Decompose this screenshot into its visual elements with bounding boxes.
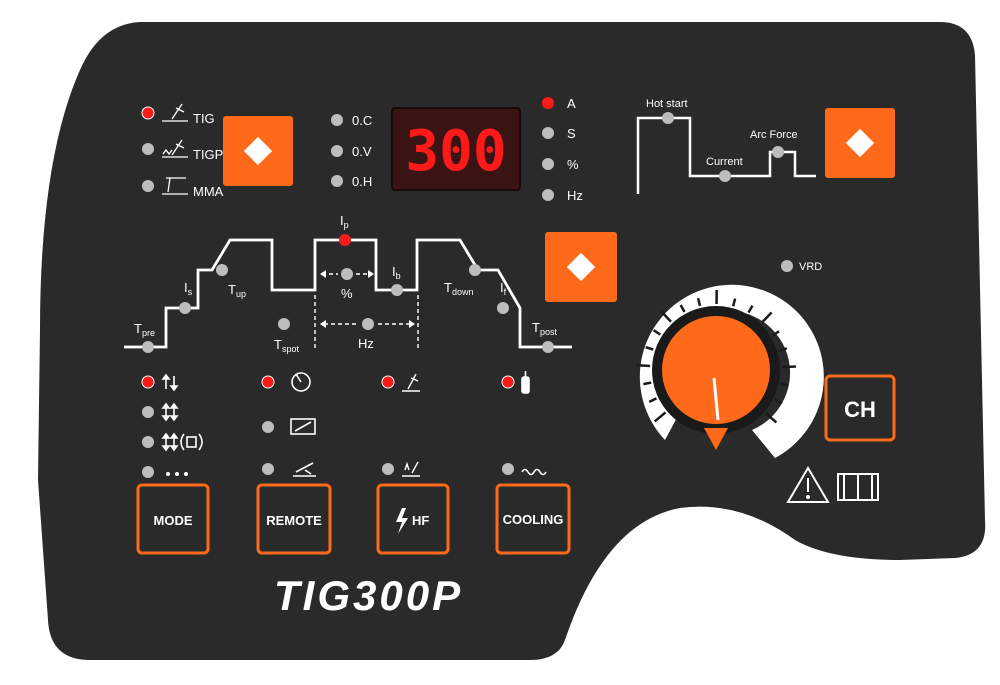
process-label-tig: TIG xyxy=(193,111,215,126)
tpost-led xyxy=(542,341,554,353)
output-led-0h xyxy=(331,175,343,187)
arc-force-label: Arc Force xyxy=(750,129,798,141)
ch-button-label: CH xyxy=(844,397,876,422)
mode-led-spot xyxy=(142,466,154,478)
unit-label-a: A xyxy=(567,96,576,111)
digital-display: 300 xyxy=(392,108,520,190)
is-sub: s xyxy=(188,287,193,297)
knob-tick xyxy=(643,383,651,385)
tdown-led xyxy=(469,264,481,276)
knob-tick xyxy=(782,367,796,368)
ib-sub: b xyxy=(396,271,401,281)
ip-led xyxy=(339,234,351,246)
display-value: 300 xyxy=(405,119,506,184)
unit-led-pct xyxy=(542,158,554,170)
process-select-button[interactable] xyxy=(223,116,293,186)
knob-tick xyxy=(781,384,789,386)
hf-button[interactable]: HF xyxy=(378,485,448,553)
if-led xyxy=(497,302,509,314)
spot-dots-icon xyxy=(166,472,188,476)
tpost-main: T xyxy=(532,320,540,335)
cooling-button[interactable]: COOLING xyxy=(497,485,569,553)
mode-led-4t xyxy=(142,406,154,418)
tdown-main: T xyxy=(444,280,452,295)
remote-button[interactable]: REMOTE xyxy=(258,485,330,553)
output-label-0h: 0.H xyxy=(352,174,372,189)
mode-led-2t xyxy=(142,376,154,388)
pct-led xyxy=(341,268,353,280)
unit-led-hz xyxy=(542,189,554,201)
hf-button-label: HF xyxy=(412,513,429,528)
ch-button[interactable]: CH xyxy=(826,376,894,440)
unit-label-pct: % xyxy=(567,157,579,172)
tig-param-button[interactable] xyxy=(545,232,617,302)
hz-led xyxy=(362,318,374,330)
output-group: 0.C 0.V 0.H xyxy=(331,113,372,189)
is-led xyxy=(179,302,191,314)
tspot-main: T xyxy=(274,337,282,352)
hz-label: Hz xyxy=(358,336,374,351)
remote-button-label: REMOTE xyxy=(266,513,322,528)
tup-led xyxy=(216,264,228,276)
hf-led-torch xyxy=(382,376,394,388)
process-led-tigp xyxy=(142,143,154,155)
process-led-mma xyxy=(142,180,154,192)
tspot-sub: spot xyxy=(282,344,300,354)
output-led-0c xyxy=(331,114,343,126)
mode-led-4t-repeat xyxy=(142,436,154,448)
remote-led-pedal xyxy=(262,421,274,433)
mma-select-button[interactable] xyxy=(825,108,895,178)
cooling-led-gas xyxy=(502,376,514,388)
unit-led-a xyxy=(542,97,554,109)
tpre-sub: pre xyxy=(142,328,155,338)
process-label-tigp: TIGP xyxy=(193,147,223,162)
current-label: Current xyxy=(706,156,743,168)
mode-button-label: MODE xyxy=(154,513,193,528)
hot-start-label: Hot start xyxy=(646,98,688,110)
remote-led-foot xyxy=(262,463,274,475)
tup-sub: up xyxy=(236,289,246,299)
ib-led xyxy=(391,284,403,296)
pct-label: % xyxy=(341,286,353,301)
remote-led-knob xyxy=(262,376,274,388)
tspot-led xyxy=(278,318,290,330)
hot-start-led xyxy=(662,112,674,124)
vrd-label: VRD xyxy=(799,261,822,273)
vrd-led xyxy=(781,260,793,272)
tpre-main: T xyxy=(134,321,142,336)
tpost-sub: post xyxy=(540,327,558,337)
cooling-led-water xyxy=(502,463,514,475)
output-label-0v: 0.V xyxy=(352,144,372,159)
unit-led-s xyxy=(542,127,554,139)
manual-book-icon xyxy=(838,474,878,500)
hf-led-lift xyxy=(382,463,394,475)
tdown-sub: down xyxy=(452,287,474,297)
tup-main: T xyxy=(228,282,236,297)
process-label-mma: MMA xyxy=(193,184,224,199)
model-name: TIG300P xyxy=(274,572,463,619)
unit-label-s: S xyxy=(567,126,576,141)
mode-button[interactable]: MODE xyxy=(138,485,208,553)
current-led xyxy=(719,170,731,182)
unit-label-hz: Hz xyxy=(567,188,583,203)
tpre-led xyxy=(142,341,154,353)
cooling-button-label: COOLING xyxy=(503,512,564,527)
output-label-0c: 0.C xyxy=(352,113,372,128)
arc-force-led xyxy=(772,146,784,158)
output-led-0v xyxy=(331,145,343,157)
ip-sub: p xyxy=(344,220,349,230)
process-led-tig xyxy=(142,107,154,119)
knob-tick xyxy=(636,365,650,366)
